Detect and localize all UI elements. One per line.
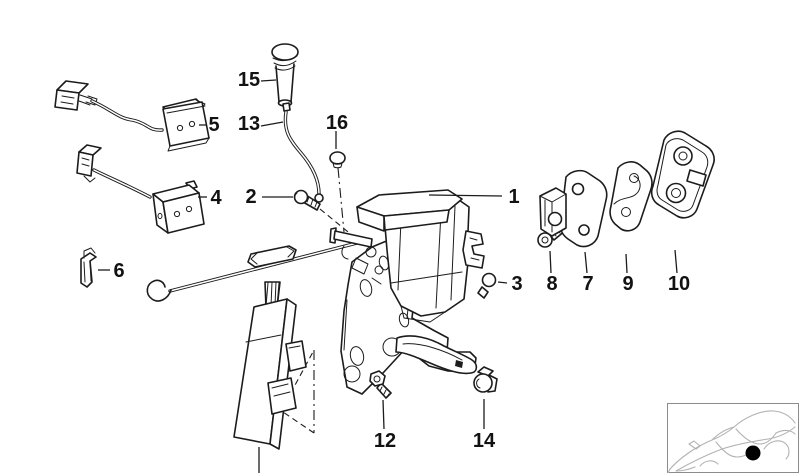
part-label-14[interactable]: 14 <box>473 430 496 452</box>
lock-actuator <box>233 281 307 473</box>
latch-mechanism-detail <box>341 245 384 285</box>
microswitch-part4 <box>76 144 205 234</box>
screw-part12 <box>369 370 392 399</box>
lock-knob-part15 <box>271 43 299 107</box>
rod-part13 <box>282 102 324 203</box>
part-label-12[interactable]: 12 <box>374 430 396 452</box>
inset-border <box>667 403 799 473</box>
car-location-inset <box>667 403 799 473</box>
part-label-3[interactable]: 3 <box>511 273 522 295</box>
part-label-15[interactable]: 15 <box>238 69 260 91</box>
leader-lines <box>98 79 678 430</box>
part-label-9[interactable]: 9 <box>622 273 633 295</box>
grommet-part16 <box>329 151 346 169</box>
part-label-8[interactable]: 8 <box>546 273 557 295</box>
part-label-5[interactable]: 5 <box>208 114 219 136</box>
pin-part3 <box>477 272 497 299</box>
part-labels: 1 2 3 4 5 6 7 8 9 10 12 13 14 15 16 <box>113 69 690 452</box>
part-label-4[interactable]: 4 <box>210 187 222 209</box>
part-label-6[interactable]: 6 <box>113 260 124 282</box>
clip-part6 <box>80 247 97 288</box>
screw-part2 <box>293 189 321 211</box>
cover-part10 <box>650 130 715 219</box>
clip-part14 <box>473 366 498 393</box>
microswitch-part5 <box>54 80 210 152</box>
part-label-7[interactable]: 7 <box>582 273 593 295</box>
car-outline-icon <box>667 410 796 473</box>
part-label-1[interactable]: 1 <box>508 186 519 208</box>
part-label-16[interactable]: 16 <box>326 112 348 134</box>
part-label-13[interactable]: 13 <box>238 113 260 135</box>
gasket-part9 <box>609 161 653 232</box>
part-label-10[interactable]: 10 <box>668 273 690 295</box>
door-location-marker-dot <box>745 445 761 461</box>
striker-part7 <box>539 169 608 248</box>
part-label-2[interactable]: 2 <box>245 186 256 208</box>
connecting-rod <box>146 241 359 302</box>
door-lock-assembly <box>329 189 485 395</box>
